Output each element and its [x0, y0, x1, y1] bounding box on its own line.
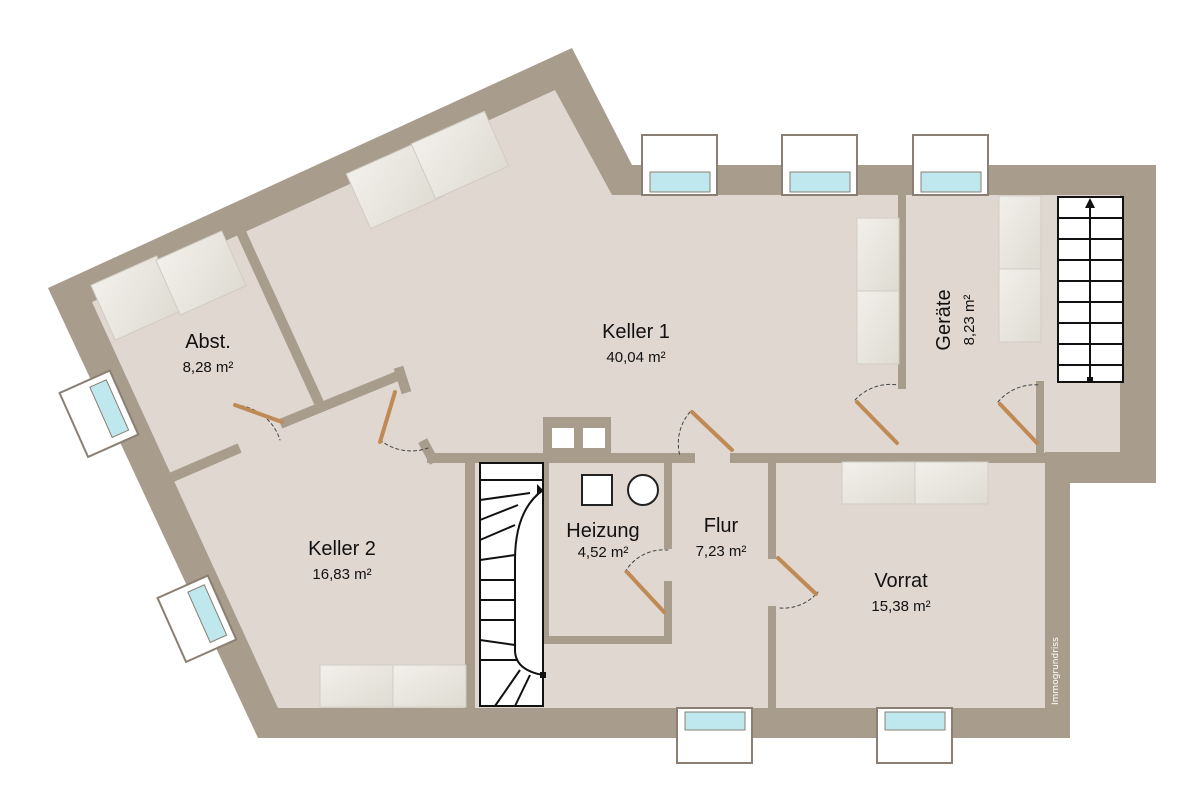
room-name-geraete: Geräte	[933, 289, 955, 350]
window-bottom-2	[876, 707, 953, 764]
room-area-heizung: 4,52 m²	[578, 544, 629, 561]
shelves	[90, 110, 1042, 708]
room-area-keller1: 40,04 m²	[606, 349, 665, 366]
room-labels: Abst. 8,28 m² Keller 1 40,04 m² Geräte 8…	[183, 289, 978, 615]
window-top-2	[781, 134, 858, 196]
window-top-3	[912, 134, 989, 196]
room-name-heizung: Heizung	[566, 520, 639, 542]
door-vorrat	[776, 556, 819, 609]
door-keller1-right	[854, 383, 899, 445]
room-area-flur: 7,23 m²	[696, 543, 747, 560]
room-name-keller1: Keller 1	[602, 321, 670, 343]
room-name-vorrat: Vorrat	[874, 570, 928, 592]
heating-equipment	[581, 474, 659, 506]
doors	[233, 383, 1041, 614]
window-top-1	[641, 134, 718, 196]
room-area-abst: 8,28 m²	[183, 359, 234, 376]
window-left-2	[156, 574, 238, 664]
door-flur-top	[677, 410, 734, 457]
staircase-spiral	[479, 462, 546, 707]
window-bottom-1	[676, 707, 753, 764]
room-name-keller2: Keller 2	[308, 538, 376, 560]
door-keller1-left	[378, 390, 429, 452]
room-area-keller2: 16,83 m²	[312, 566, 371, 583]
credit-text: Immogrundriss	[1051, 637, 1061, 705]
door-heizung	[624, 549, 669, 614]
room-area-geraete: 8,23 m²	[961, 295, 978, 346]
room-name-flur: Flur	[704, 515, 739, 537]
staircase-straight	[1057, 196, 1124, 383]
window-left-1	[58, 369, 140, 459]
room-name-abst: Abst.	[185, 331, 231, 353]
interior-walls	[163, 191, 1050, 713]
chimney	[543, 417, 611, 457]
door-abst	[233, 403, 284, 441]
door-geraete	[997, 384, 1041, 445]
windows	[58, 134, 989, 764]
room-area-vorrat: 15,38 m²	[871, 598, 930, 615]
